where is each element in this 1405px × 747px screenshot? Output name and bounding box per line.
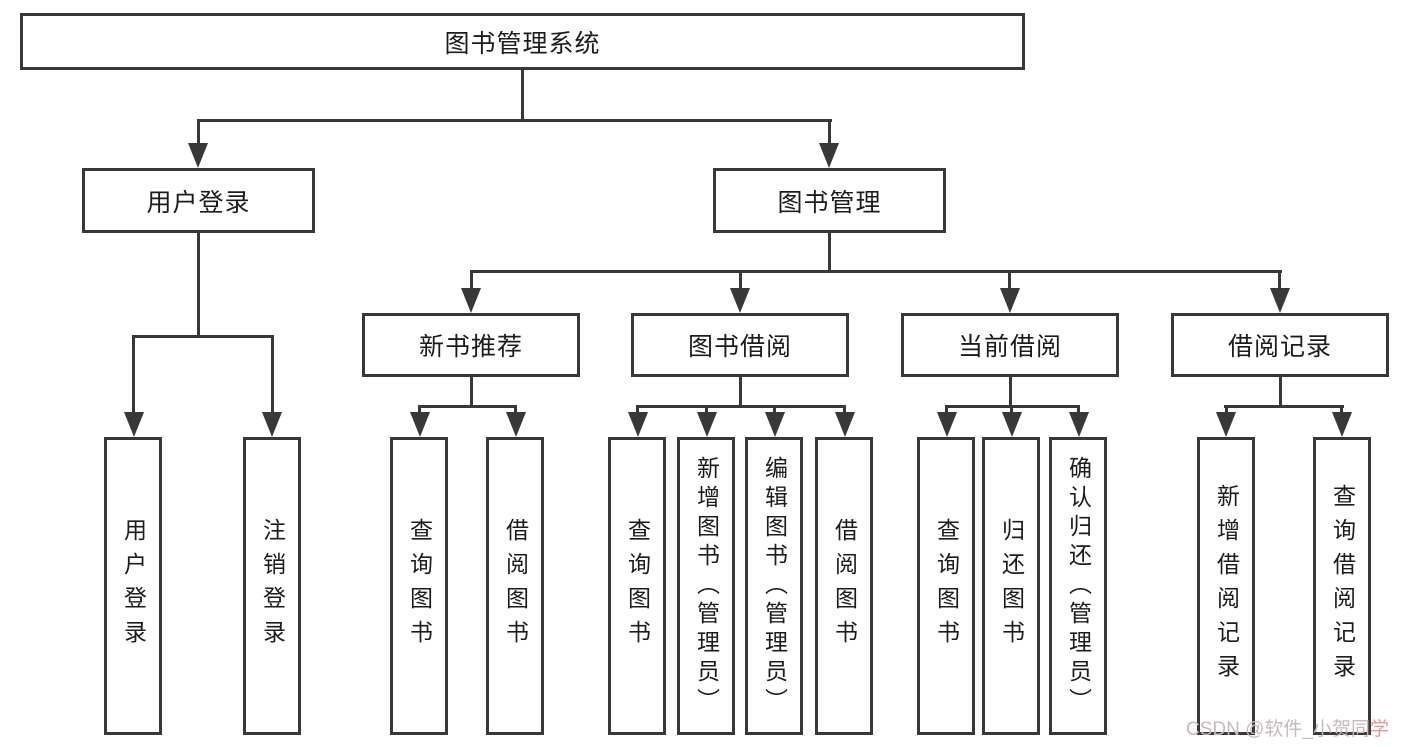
node-label: 查询图书 [624, 518, 651, 654]
arrowhead-down-icon [410, 412, 430, 437]
connector-borrow-drop3 [773, 405, 776, 417]
connector-book-mgmt-hbar [470, 270, 1282, 273]
connector-current-drop1 [945, 405, 948, 417]
node-label: 确认归还（管理员） [1065, 455, 1092, 717]
node-label: 图书管理 [777, 188, 882, 217]
arrowhead-down-icon [461, 288, 481, 313]
node-bb-add-books-admin: 新增图书（管理员） [677, 437, 735, 735]
node-label: 用户登录 [146, 188, 251, 217]
node-book-borrowing: 图书借阅 [631, 313, 849, 377]
connector-records-drop1 [1225, 405, 1228, 417]
node-label: 借阅图书 [502, 518, 529, 654]
connector-rec-drop1 [418, 405, 421, 417]
connector-borrow-stub [739, 377, 742, 407]
node-bb-query-books: 查询图书 [608, 437, 666, 735]
connector-drop-login-leaf [132, 335, 135, 415]
node-library-management-system: 图书管理系统 [20, 13, 1025, 70]
connector-drop-borrowing-records [1278, 270, 1281, 292]
node-rec-query-books: 查询图书 [390, 437, 448, 735]
arrowhead-down-icon [765, 412, 785, 437]
connector-borrow-hbar [636, 405, 846, 408]
arrowhead-down-icon [835, 412, 855, 437]
node-user-login-leaf: 用户登录 [104, 437, 162, 735]
arrowhead-down-icon [1270, 288, 1290, 313]
node-current-borrowing: 当前借阅 [901, 313, 1119, 377]
arrowhead-down-icon [628, 412, 648, 437]
node-br-query-record: 查询借阅记录 [1313, 437, 1371, 735]
arrowhead-down-icon [937, 412, 957, 437]
arrowhead-down-icon [124, 412, 144, 437]
node-label: 注销登录 [259, 518, 286, 654]
node-label: 归还图书 [998, 518, 1025, 654]
node-label: 编辑图书（管理员） [761, 455, 788, 717]
arrowhead-down-icon [819, 143, 839, 168]
arrowhead-down-icon [1332, 412, 1352, 437]
connector-drop-current-borrowing [1008, 270, 1011, 292]
node-label: 当前借阅 [957, 333, 1062, 361]
connector-borrow-drop4 [843, 405, 846, 417]
arrowhead-down-icon [1000, 288, 1020, 313]
node-borrowing-records: 借阅记录 [1171, 313, 1389, 377]
watermark-accent-text: 学 [1369, 719, 1389, 740]
connector-drop-logout-leaf [271, 335, 274, 415]
node-label: 图书借阅 [687, 333, 792, 361]
connector-borrow-drop2 [705, 405, 708, 417]
node-label: 新增借阅记录 [1213, 484, 1240, 688]
node-label: 查询图书 [406, 518, 433, 654]
connector-records-drop2 [1340, 405, 1343, 417]
connector-current-drop2 [1010, 405, 1013, 417]
arrowhead-down-icon [188, 143, 208, 168]
connector-root-hbar [197, 119, 832, 122]
connector-root-stub [521, 70, 524, 121]
node-br-add-record: 新增借阅记录 [1197, 437, 1255, 735]
connector-drop-book-borrowing [739, 270, 742, 292]
connector-drop-user-login [197, 119, 200, 148]
connector-current-drop3 [1077, 405, 1080, 417]
node-bb-borrow-books: 借阅图书 [815, 437, 873, 735]
node-label: 用户登录 [120, 518, 147, 654]
connector-rec-stub [470, 377, 473, 407]
csdn-watermark: CSDN @软件_小贺同学 [1186, 714, 1389, 741]
node-label: 借阅图书 [831, 518, 858, 654]
node-cb-query-books: 查询图书 [917, 437, 975, 735]
arrowhead-down-icon [1216, 412, 1236, 437]
connector-user-login-hbar [132, 335, 274, 338]
connector-records-hbar [1224, 405, 1344, 408]
node-new-book-recommend: 新书推荐 [362, 313, 580, 377]
connector-rec-drop2 [514, 405, 517, 417]
node-label: 查询借阅记录 [1329, 484, 1356, 688]
arrowhead-down-icon [697, 412, 717, 437]
connector-drop-book-management [828, 119, 831, 148]
arrowhead-down-icon [506, 412, 526, 437]
arrowhead-down-icon [1002, 412, 1022, 437]
connector-user-login-stub [197, 233, 200, 338]
node-rec-borrow-books: 借阅图书 [486, 437, 544, 735]
node-user-login: 用户登录 [82, 168, 315, 233]
node-label: 图书管理系统 [444, 29, 601, 58]
node-book-management: 图书管理 [713, 168, 946, 233]
node-cb-confirm-return-admin: 确认归还（管理员） [1049, 437, 1107, 735]
node-bb-edit-books-admin: 编辑图书（管理员） [745, 437, 803, 735]
arrowhead-down-icon [262, 412, 282, 437]
watermark-text: CSDN @软件_小贺同 [1186, 719, 1370, 740]
arrowhead-down-icon [1069, 412, 1089, 437]
connector-borrow-drop1 [636, 405, 639, 417]
node-label: 借阅记录 [1227, 333, 1332, 361]
node-cb-return-books: 归还图书 [982, 437, 1040, 735]
connector-current-stub [1009, 377, 1012, 407]
connector-drop-new-book-rec [470, 270, 473, 292]
arrowhead-down-icon [730, 288, 750, 313]
connector-book-mgmt-stub [828, 233, 831, 273]
node-label: 新增图书（管理员） [693, 455, 720, 717]
node-label: 查询图书 [933, 518, 960, 654]
node-label: 新书推荐 [418, 333, 523, 361]
connector-rec-hbar [418, 405, 517, 408]
connector-records-stub [1279, 377, 1282, 407]
node-logout: 注销登录 [243, 437, 301, 735]
